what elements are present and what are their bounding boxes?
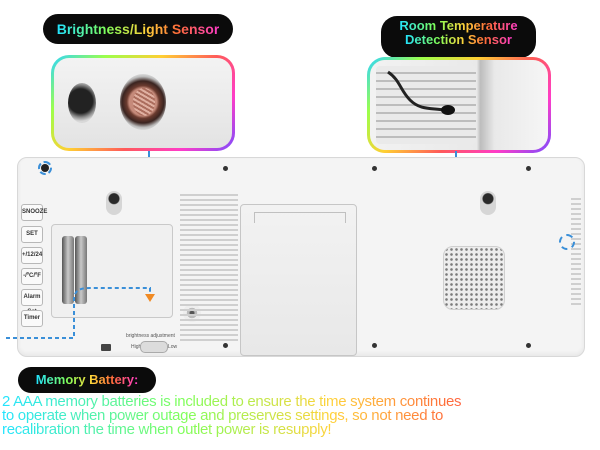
screw — [223, 166, 228, 171]
battery-description: 2 AAA memory batteries is included to en… — [2, 395, 600, 437]
room-temperature-line2: Detection Sensor — [405, 31, 512, 47]
screw — [372, 343, 377, 348]
vent-grill — [180, 194, 238, 344]
description-line-3: recalibration the time when outlet power… — [2, 421, 332, 438]
brightness-adjustment-label: brightness adjustment — [126, 333, 175, 339]
aaa-battery — [62, 236, 74, 304]
brightness-sensor-label: Brightness/Light Sensor — [43, 14, 233, 44]
snooze-button[interactable]: SNOOZE — [21, 204, 47, 221]
screw — [223, 343, 228, 348]
brightness-high-label: High — [131, 344, 142, 350]
temperature-sensor-zoom — [367, 57, 551, 153]
speaker-grille — [443, 246, 505, 310]
brightness-slider[interactable] — [140, 341, 168, 353]
light-sensor-icon — [41, 164, 49, 172]
set-button[interactable]: SET — [21, 226, 43, 243]
battery-connector-line — [6, 287, 155, 339]
kickstand — [240, 204, 357, 356]
light-sensor-zoom-image — [54, 58, 232, 148]
wall-hanger-hole — [106, 191, 122, 215]
clock-back-panel: SNOOZE SET +/12/24 -/ºC/ºF Alarm Set Tim… — [17, 157, 585, 357]
light-sensor-zoom — [51, 55, 235, 151]
room-temperature-sensor-label: Room Temperature Detection Sensor — [381, 16, 536, 58]
light-sensor-marker — [38, 161, 52, 175]
brightness-sensor-label-text: Brightness/Light Sensor — [56, 21, 220, 37]
sensor-hole — [68, 83, 96, 123]
timer-button[interactable]: Timer — [21, 310, 43, 327]
temperature-sensor-zoom-image — [370, 60, 548, 150]
vent-slots — [376, 66, 476, 144]
brightness-low-label: Low — [168, 344, 178, 350]
kickstand-notch — [254, 212, 346, 223]
screw — [526, 166, 531, 171]
memory-battery-label-text: Memory Battery: — [35, 372, 139, 387]
room-temperature-line1: Room Temperature — [399, 18, 518, 33]
photoresistor-pattern — [133, 88, 155, 116]
side-vent-grill — [571, 198, 581, 308]
minus-c-f-button[interactable]: -/ºC/ºF — [21, 268, 43, 285]
memory-battery-label: Memory Battery: — [18, 367, 156, 393]
wall-hanger-hole — [480, 191, 496, 215]
plus-12-24-button[interactable]: +/12/24 — [21, 247, 43, 264]
screw — [526, 343, 531, 348]
aaa-battery — [75, 236, 87, 304]
temperature-sensor-marker — [559, 234, 575, 250]
power-port — [101, 344, 111, 351]
screw — [372, 166, 377, 171]
sensor-wire — [387, 70, 455, 115]
